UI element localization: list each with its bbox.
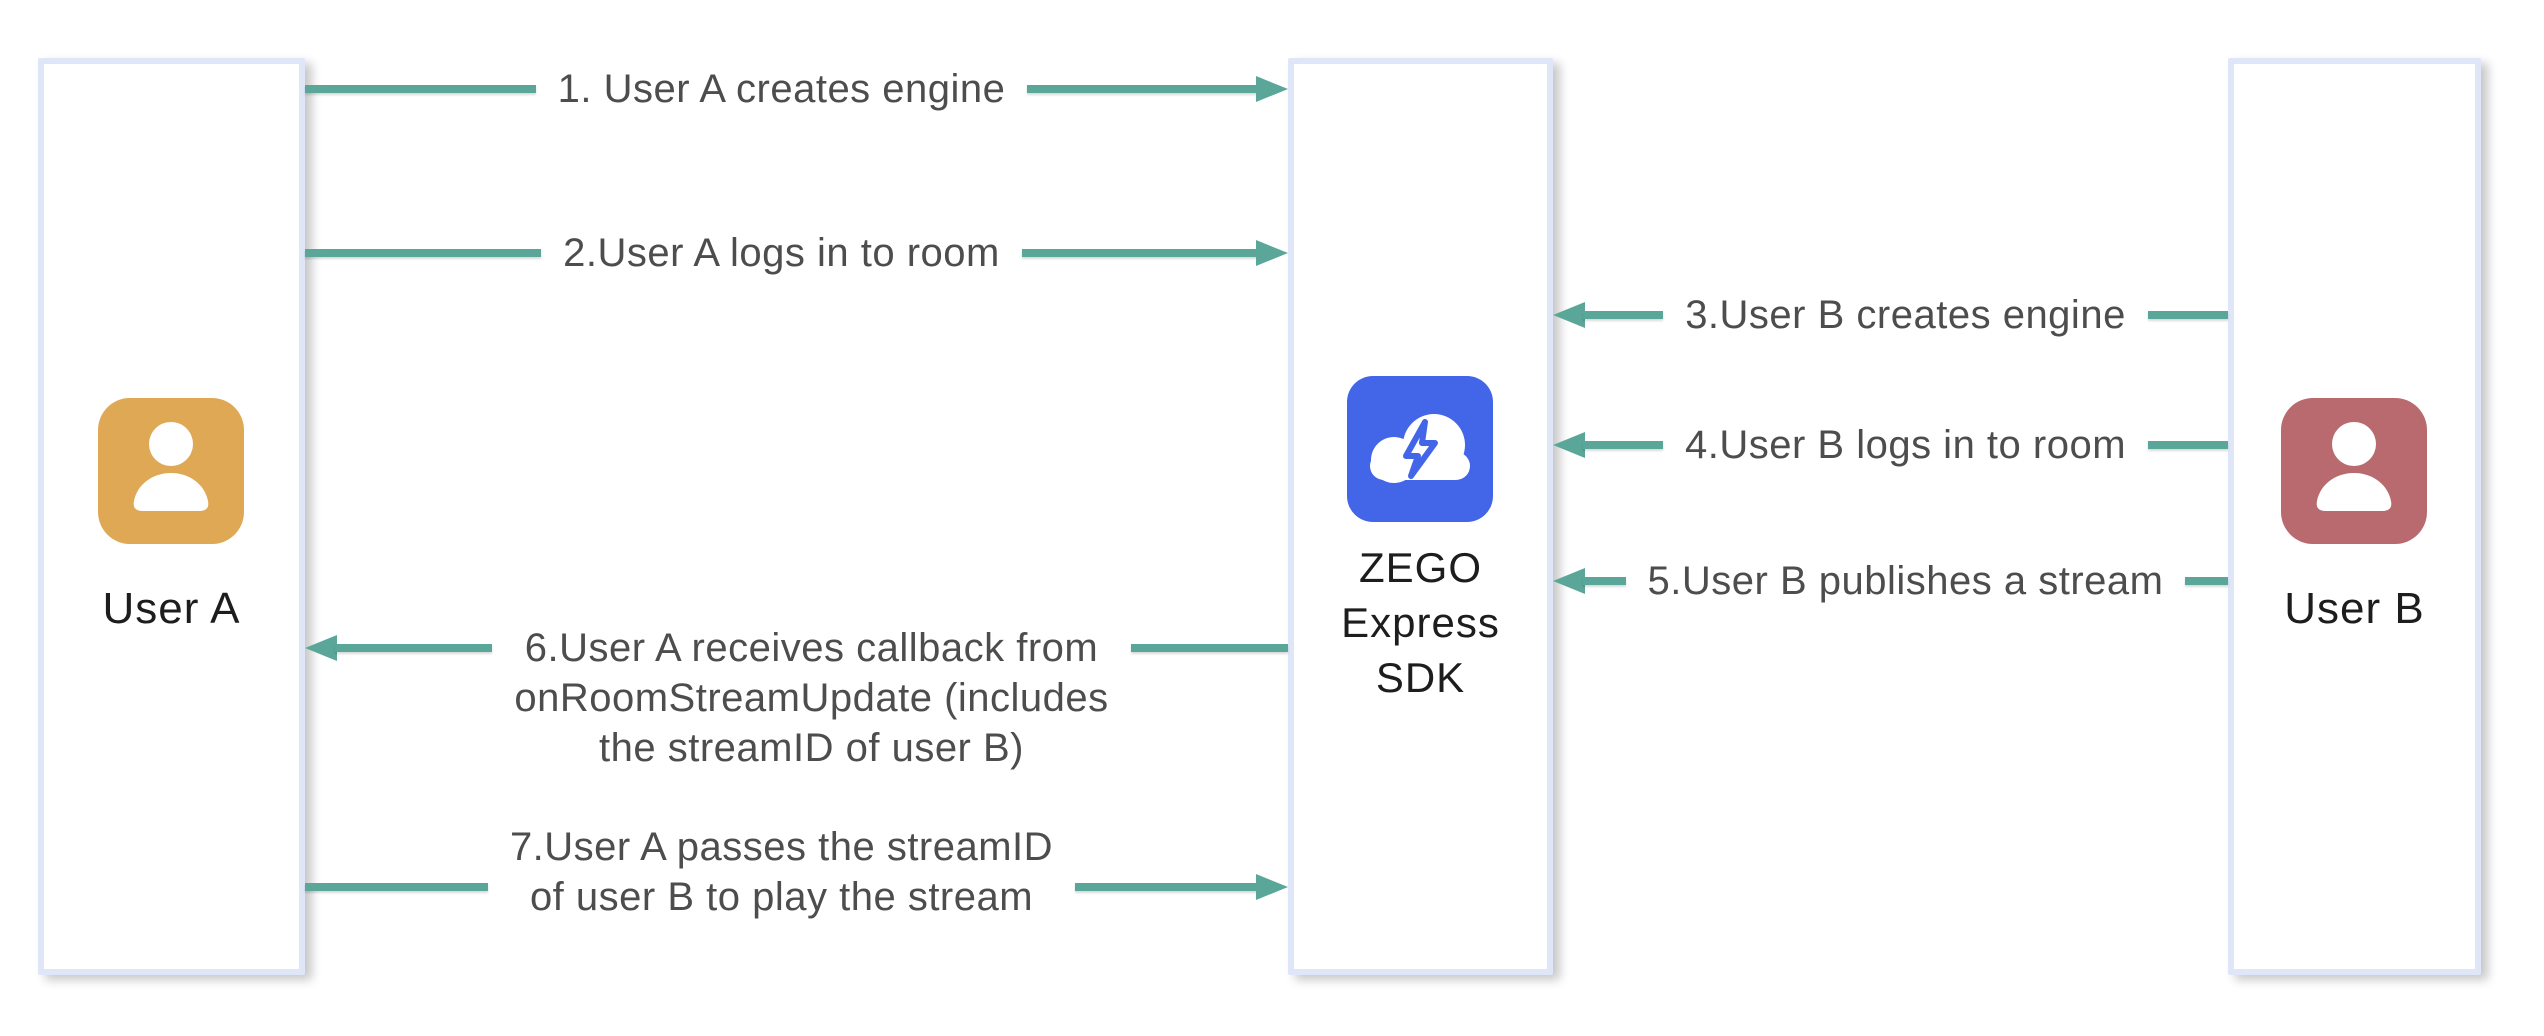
arrow-line <box>1583 577 1626 585</box>
arrow-label: 6.User A receives callback from onRoomSt… <box>514 626 1109 770</box>
arrow-line <box>1021 249 1258 257</box>
user-a-avatar <box>98 398 244 544</box>
lane-label-user-b: User B <box>2284 584 2425 633</box>
arrowhead-right <box>1256 76 1289 102</box>
person-icon <box>98 398 244 544</box>
user-b-avatar <box>2281 398 2427 544</box>
arrow-label: 5.User B publishes a stream <box>1647 559 2164 603</box>
arrow-5: 5.User B publishes a stream <box>1553 556 2229 606</box>
arrow-line <box>1130 644 1289 652</box>
arrow-label: 7.User A passes the streamID of user B t… <box>509 825 1054 919</box>
arrow-line <box>305 85 536 93</box>
arrow-label: 3.User B creates engine <box>1685 293 2126 337</box>
arrow-label: 4.User B logs in to room <box>1684 423 2127 467</box>
arrow-line <box>1075 883 1258 891</box>
arrow-line <box>305 249 542 257</box>
person-icon <box>2281 398 2427 544</box>
arrow-2: 2.User A logs in to room <box>305 228 1288 278</box>
arrow-3: 3.User B creates engine <box>1553 290 2228 340</box>
arrowhead-left <box>1553 302 1585 328</box>
arrow-4: 4.User B logs in to room <box>1553 420 2228 470</box>
arrow-line <box>2185 577 2229 585</box>
arrowhead-left <box>1553 568 1585 594</box>
arrow-line <box>335 644 493 652</box>
arrow-line <box>2147 311 2228 319</box>
arrow-7: 7.User A passes the streamID of user B t… <box>305 825 1288 919</box>
arrow-line <box>305 883 488 891</box>
sdk-badge <box>1347 376 1493 522</box>
cloud-lightning-icon <box>1347 376 1493 522</box>
lane-label-zego-sdk: ZEGO Express SDK <box>1341 544 1500 701</box>
arrowhead-right <box>1256 240 1288 266</box>
arrowhead-left <box>1553 432 1585 458</box>
arrow-6: 6.User A receives callback from onRoomSt… <box>305 623 1289 770</box>
arrow-line <box>2148 441 2228 449</box>
arrow-label: 2.User A logs in to room <box>563 231 1000 275</box>
arrowhead-left <box>305 635 337 661</box>
arrow-1: 1. User A creates engine <box>305 64 1289 114</box>
lane-label-user-a: User A <box>102 584 241 633</box>
arrowhead-right <box>1256 874 1288 900</box>
arrow-label: 1. User A creates engine <box>557 67 1006 111</box>
arrow-line <box>1583 311 1664 319</box>
arrow-line <box>1027 85 1259 93</box>
arrow-line <box>1583 441 1663 449</box>
